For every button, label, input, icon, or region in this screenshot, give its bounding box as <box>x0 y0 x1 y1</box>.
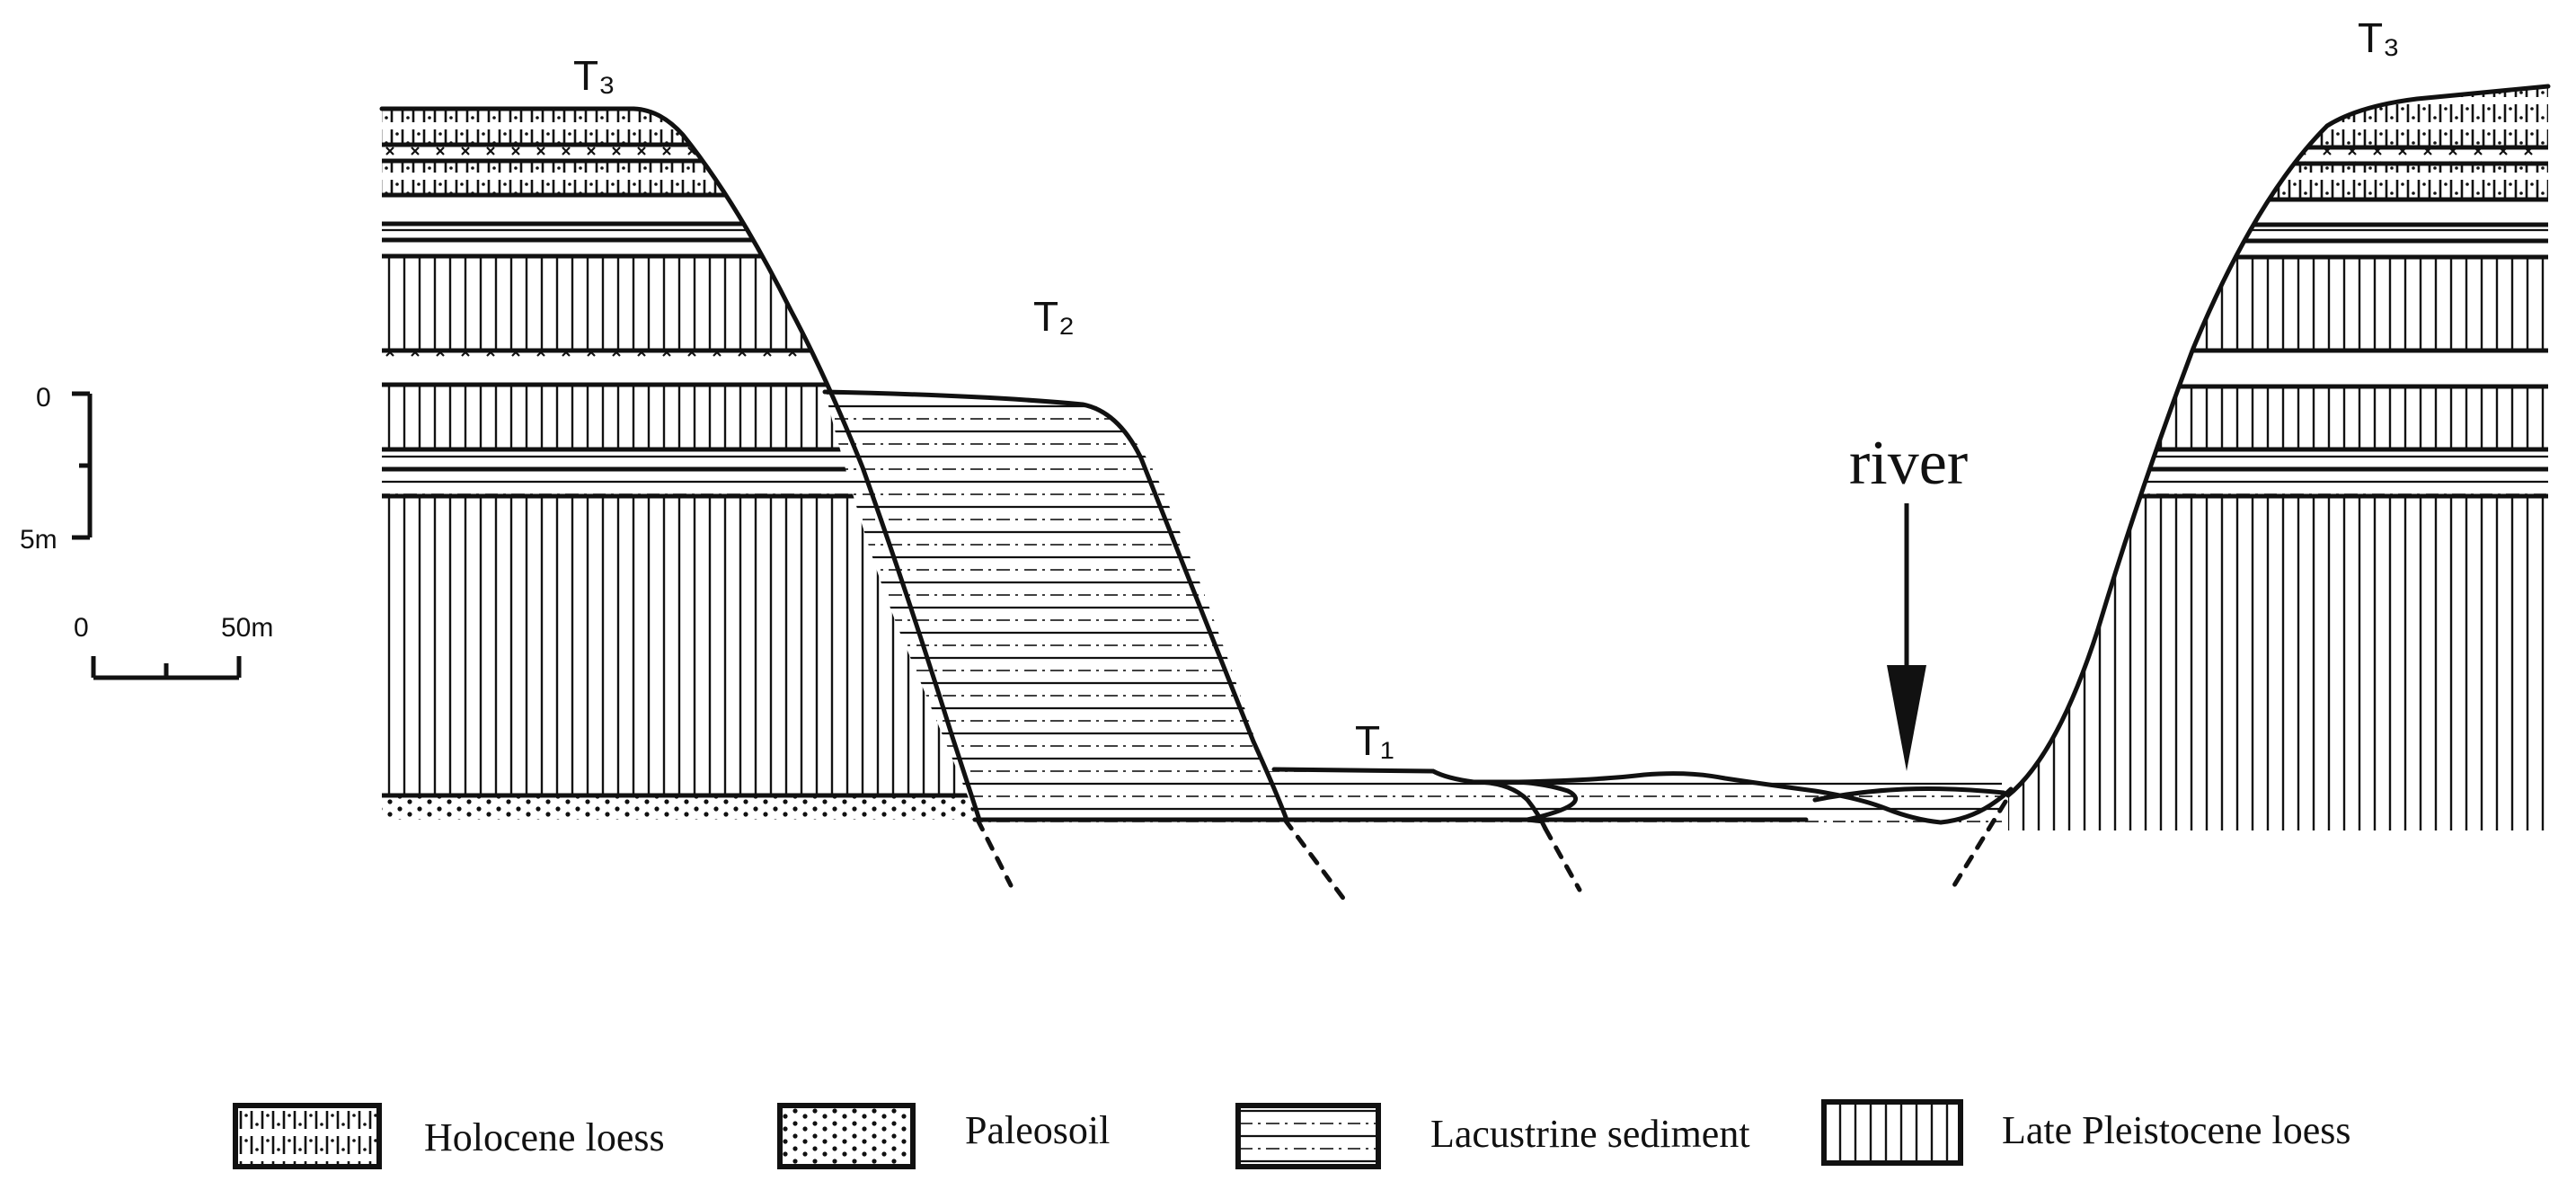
legend-label-holocene-loess: Holocene loess <box>424 1115 665 1159</box>
legend-swatch-lacustrine-sediment <box>1235 1103 1381 1169</box>
vertical-scale-bottom-label: 5m <box>20 525 58 555</box>
legend-item-paleosoil: Paleosoil <box>777 1103 1110 1169</box>
left-scarp-line <box>631 106 982 822</box>
river-label: river <box>1849 429 1968 498</box>
terrace-label-t3-left: T₃ <box>573 52 615 99</box>
buried-fault-1 <box>975 817 1014 888</box>
legend-label-paleosoil: Paleosoil <box>965 1108 1110 1152</box>
buried-fault-2 <box>1282 817 1350 907</box>
legend-swatch-late-pleistocene-loess <box>1821 1099 1963 1166</box>
legend: Holocene loess Paleosoil Lacustrine sedi… <box>233 1099 2351 1169</box>
buried-fault-3 <box>1543 826 1582 892</box>
legend-swatch-paleosoil <box>777 1103 916 1169</box>
river-arrow-icon <box>1887 503 1926 771</box>
buried-fault-4 <box>1952 799 2008 888</box>
vertical-scale-bar <box>72 391 93 540</box>
t2-surface-line <box>822 389 1289 822</box>
legend-item-late-pleistocene-loess: Late Pleistocene loess <box>1821 1099 2351 1166</box>
legend-label-lacustrine-sediment: Lacustrine sediment <box>1430 1112 1750 1156</box>
legend-label-late-pleistocene-loess: Late Pleistocene loess <box>2002 1108 2351 1152</box>
terrace-label-t3-right: T₃ <box>2358 14 2400 61</box>
terrace-label-t2: T₂ <box>1033 293 1075 340</box>
river-channel-line <box>1812 786 2006 803</box>
lacustrine-fill <box>825 392 2002 822</box>
right-scarp-line <box>2005 84 2551 798</box>
terrace-label-t1: T₁ <box>1355 717 1394 764</box>
floodplain-line <box>1516 771 2014 825</box>
horizontal-scale-right-label: 50m <box>221 613 273 643</box>
horizontal-scale-bar <box>91 656 242 680</box>
vertical-scale-top-label: 0 <box>36 383 51 413</box>
legend-item-lacustrine-sediment: Lacustrine sediment <box>1235 1103 1750 1169</box>
horizontal-scale-left-label: 0 <box>74 613 89 643</box>
legend-item-holocene-loess: Holocene loess <box>233 1103 665 1169</box>
legend-swatch-holocene-loess <box>233 1103 382 1169</box>
